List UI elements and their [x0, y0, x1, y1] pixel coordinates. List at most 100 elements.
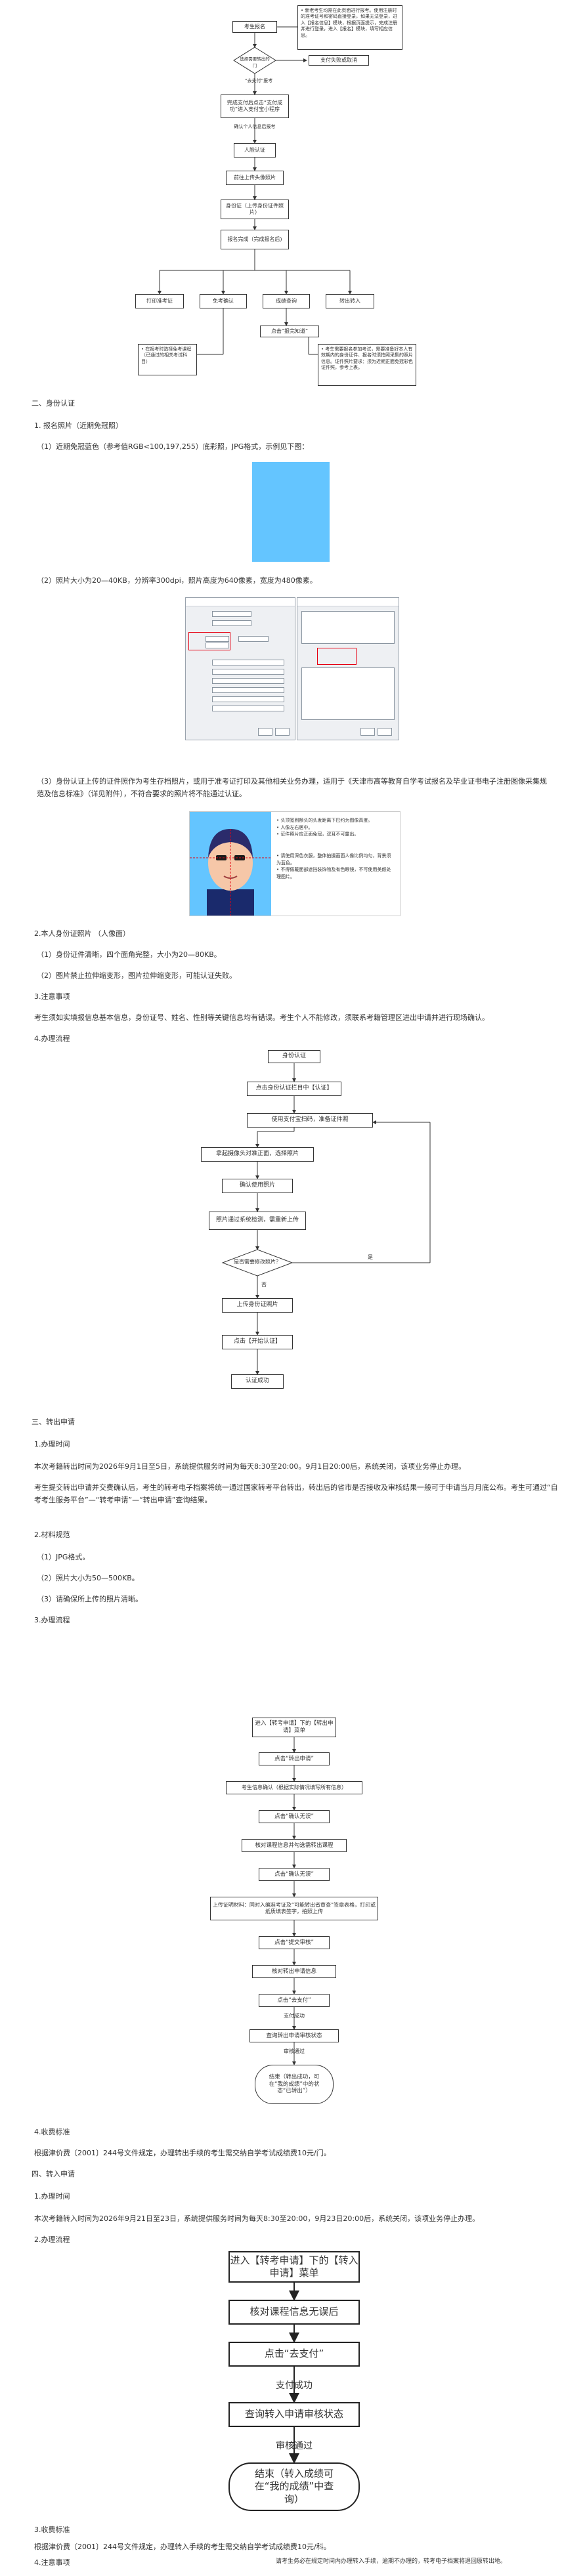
s3-p4: 4.收费标准: [34, 2128, 70, 2136]
field: [206, 643, 229, 648]
cancel-button: [275, 728, 290, 736]
s3-p1: 1.办理时间: [34, 1440, 70, 1448]
flow4-n5: 结束（转入成绩可在“我的成绩”中查询）: [228, 2462, 360, 2511]
flow1-upload-id: 身份证（上传身份证件照片）: [221, 200, 289, 219]
flow1-c3: 成绩查询: [263, 294, 310, 308]
flow4-l4: 审核通过: [276, 2441, 313, 2451]
flow2-n3: 使用支付宝扫码，准备证件照: [247, 1113, 373, 1128]
flow4-n1: 进入【转考申请】下的【转入申请】菜单: [228, 2251, 360, 2283]
s4-p1a: 本次考籍转入时间为2026年9月21日至23日，系统提供服务时间为每天8:30至…: [34, 2214, 480, 2223]
flow2-n7: 是否需要修改照片？: [234, 1259, 281, 1265]
flow2-n9: 点击【开始认证】: [222, 1335, 293, 1349]
s3-p2a: （1）JPG格式。: [37, 1553, 90, 1561]
s4-p3a: 根据津价费〔2001〕244号文件规定，办理转入手续的考生需交纳自学考试成绩费1…: [34, 2543, 331, 2551]
s2-p3: 3.注意事项: [34, 992, 70, 1001]
sample-bullets: • 头顶宽到额头的头发距离下巴约为图像高度。 • 人像左右居中。 • 证件照片应…: [276, 818, 373, 837]
field: [212, 678, 284, 684]
s2-p1: 1. 报名照片（近期免冠照）: [34, 421, 123, 430]
flow1-check-pay: 选择需要转出的门: [240, 56, 270, 68]
flow1-c2: 免考确认: [200, 294, 247, 308]
flow2-n6: 照片通过系统检测，需重新上传: [209, 1212, 306, 1230]
flow3-n11: 查询转出申请审核状态: [249, 2029, 339, 2042]
cancel-button: [378, 728, 392, 736]
sample-portrait: [190, 812, 271, 916]
s2-p4: 4.办理流程: [34, 1034, 70, 1043]
image-properties-window-right: [297, 597, 399, 740]
s2-p2a: （1）身份证件清晰，四个面角完整，大小为20—80KB。: [37, 950, 221, 959]
flow3-n5: 核对课程信息并勾选需转出课程: [242, 1839, 347, 1852]
flow3-l10: 支付成功: [284, 2013, 305, 2019]
flow1-wechat: 完成支付后点击“支付成功”进入支付宝小程序: [221, 95, 289, 118]
image-properties-window-left: [185, 597, 295, 740]
flow1-left-note: • 在报考时选择免考课程（已通过的相关考试科目）: [138, 344, 197, 375]
s3-p2c: （3）请确保所上传的照片清晰。: [37, 1595, 142, 1603]
s3-p1a: 本次考籍转出时间为2026年9月1日至5日，系统提供服务时间为每天8:30至20…: [34, 1462, 466, 1471]
flow3-n12: 结束（转出成功，可在“我的成绩”中的状态“已转出”）: [255, 2065, 334, 2104]
highlight-box: [188, 632, 230, 650]
flow3-n3: 考生信息确认（根据实际情况填写所有信息）: [226, 1781, 362, 1794]
flow3-l11: 审核通过: [284, 2048, 305, 2054]
flow3-n2: 点击“转出申请”: [259, 1752, 330, 1765]
ok-button: [360, 728, 375, 736]
field: [212, 669, 284, 675]
flow1-face-auth: 人脸认证: [234, 143, 276, 158]
ok-button: [258, 728, 272, 736]
window-title-bar: [297, 598, 399, 606]
flow2-n4: 拿起摄像头对准正面，选择照片: [201, 1147, 314, 1162]
flow1-c1: 打印准考证: [135, 294, 184, 308]
field: [212, 687, 284, 693]
flow1-continue: 点击“报完知道”: [260, 326, 319, 337]
s2-p1b: （2）照片大小为20—40KB，分辨率300dpi，照片高度为640像素，宽度为…: [37, 576, 317, 585]
s2-p2: 2.本人身份证照片 （人像面）: [34, 929, 130, 938]
flow2-n8: 上传身份证照片: [222, 1298, 293, 1313]
flow1-upload-photo: 前往上传头像照片: [226, 171, 284, 185]
s3-p1b: 考生提交转出申请并交费确认后，考生的转考电子档案将统一通过国家转考平台转出，转出…: [34, 1483, 558, 1504]
flow4-l3: 支付成功: [276, 2380, 313, 2391]
s4-p4a: 请考生务必在规定时间内办理转入手续，逾期不办理的，转考电子档案将退回原转出地。: [276, 2558, 507, 2565]
field: [212, 660, 284, 665]
field: [238, 636, 269, 642]
blue-background-sample: [252, 462, 330, 562]
flow4-n4: 查询转入申请审核状态: [228, 2402, 360, 2427]
flow1-register-note: • 新老考生均需在此页面进行报考。使用注册时的准考证号和密码直接登录，如果无法登…: [297, 5, 402, 50]
flow3-n8: 点击“提交审核”: [259, 1936, 330, 1949]
s4-p1: 1.办理时间: [34, 2192, 70, 2201]
flow3-n9: 核对转出申请信息: [252, 1965, 336, 1978]
portrait-illustration: [190, 829, 271, 916]
field: [212, 611, 251, 617]
flow1-pay-label: “去支付”报考: [244, 78, 273, 83]
flow2-n5: 确认使用照片: [222, 1179, 293, 1193]
s2-p1a: （1）近期免冠蓝色（参考值RGB<100,197,255）底彩照，JPG格式，示…: [37, 442, 309, 451]
flow2-n10: 认证成功: [231, 1374, 284, 1389]
details-list: [301, 611, 395, 644]
s3-heading: 三、转出申请: [32, 1418, 75, 1426]
window-title-bar: [186, 598, 295, 606]
field: [212, 696, 284, 702]
flow2-n2: 点击身份认证栏目中【认证】: [247, 1082, 341, 1096]
highlight-box: [317, 648, 357, 665]
s3-p4a: 根据津价费〔2001〕244号文件规定，办理转出手续的考生需交纳自学考试成绩费1…: [34, 2149, 331, 2157]
sample-photo-card: • 头顶宽到额头的头发距离下巴约为图像高度。 • 人像左右居中。 • 证件照片应…: [189, 811, 401, 916]
s3-p3: 3.办理流程: [34, 1616, 70, 1624]
flow1-register: 考生报名: [232, 21, 277, 33]
details-list: [301, 667, 395, 720]
s2-heading: 二、身份认证: [32, 399, 75, 408]
flow1-confirm-face: 确认个人信息后报考: [234, 124, 276, 129]
field: [206, 636, 229, 642]
flow2-no: 否: [261, 1282, 267, 1288]
sample-bullets-2: • 请使用深色衣服，整体拍摄画面人像比例均匀，背景须为蓝色。 • 不得佩戴面部遮…: [276, 853, 391, 879]
flow3-n10: 点击“去支付”: [259, 1994, 330, 2007]
flow1-pay-fail: 支付失败或取消: [309, 55, 369, 66]
flow2-yes: 是: [368, 1254, 373, 1260]
flow3-n4: 点击“确认无误”: [259, 1810, 330, 1823]
flow3-n1: 进入【转考申请】下的【转出申请】菜单: [252, 1718, 336, 1737]
s2-p2b: （2）图片禁止拉伸缩变形，图片拉伸缩变形，可能认证失败。: [37, 971, 236, 980]
flow1-c4: 转出转入: [326, 294, 374, 308]
s4-p2: 2.办理流程: [34, 2235, 70, 2244]
s4-heading: 四、转入申请: [32, 2170, 75, 2178]
s3-p2b: （2）照片大小为50—500KB。: [37, 1574, 139, 1582]
field: [212, 620, 251, 626]
flow3-n6: 点击“确认无误”: [259, 1868, 330, 1881]
flow4-n3: 点击“去支付”: [228, 2342, 360, 2367]
